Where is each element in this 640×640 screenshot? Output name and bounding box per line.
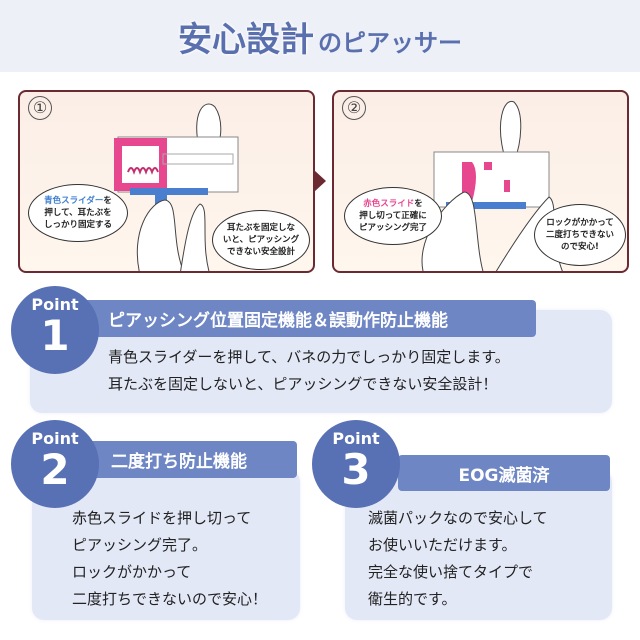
next-step-arrow-icon bbox=[314, 170, 326, 192]
bubble-line: 耳たぶを固定しな bbox=[226, 223, 295, 233]
point-number: 1 bbox=[40, 311, 70, 360]
point-label: Point bbox=[31, 295, 79, 314]
point-3-badge: Point 3 bbox=[312, 420, 400, 508]
description-line: 赤色スライドを押し切って bbox=[72, 509, 252, 527]
title-band: 安心設計 のピアッサー bbox=[0, 0, 640, 72]
bubble-line: 二度打ちできない bbox=[545, 230, 614, 240]
bubble-line: 押し切って正確に bbox=[359, 211, 427, 221]
bubble-line: 押して、耳たぶを bbox=[44, 208, 112, 218]
highlight-text: 赤色スライド bbox=[363, 199, 415, 209]
step-number: ② bbox=[342, 96, 366, 120]
point-1-description: 青色スライダーを押して、バネの力でしっかり固定します。 耳たぶを固定しないと、ピ… bbox=[108, 344, 510, 398]
point-label: Point bbox=[31, 429, 79, 448]
piercer-illustration-1 bbox=[114, 103, 239, 271]
bubble-line: を bbox=[103, 196, 112, 206]
point-number: 3 bbox=[341, 445, 371, 494]
description-line: 二度打ちできないので安心！ bbox=[72, 590, 268, 608]
bubble-line: ので安心! bbox=[561, 242, 599, 252]
illustration-panel-1: ① 青色スライダーを 押して、耳たぶを しっかり固定する 耳たぶを固定しな いと… bbox=[18, 90, 315, 273]
illustration-panel-2: ② 赤色スライドを 押し切って正確に ピアッシング完了 ロックがかかって 二度打… bbox=[332, 90, 629, 273]
bubble-line: ロックがかかって bbox=[546, 218, 614, 228]
description-line: ロックがかかって bbox=[72, 563, 192, 581]
bubble-line: しっかり固定する bbox=[43, 220, 112, 230]
point-3-heading: EOG滅菌済 bbox=[398, 455, 610, 491]
page-subtitle: のピアッサー bbox=[318, 28, 462, 57]
point-label: Point bbox=[332, 429, 380, 448]
point-1-heading: ピアッシング位置固定機能＆誤動作防止機能 bbox=[78, 300, 536, 337]
page-title: 安心設計 bbox=[178, 19, 314, 60]
description-line: 滅菌パックなので安心して bbox=[368, 509, 548, 527]
point-3-description: 滅菌パックなので安心して お使いいただけます。 完全な使い捨てタイプで 衛生的で… bbox=[368, 505, 548, 613]
highlight-text: 青色スライダー bbox=[44, 196, 104, 206]
description-line: ピアッシング完了。 bbox=[72, 536, 208, 554]
bubble-line: を bbox=[414, 199, 423, 209]
point-number: 2 bbox=[40, 445, 70, 494]
point-2-badge: Point 2 bbox=[11, 420, 99, 508]
description-line: 耳たぶを固定しないと、ピアッシングできない安全設計！ bbox=[108, 375, 498, 393]
bubble-line: できない安全設計 bbox=[226, 247, 295, 257]
point-3-card bbox=[345, 470, 612, 620]
point-2-heading: 二度打ち防止機能 bbox=[85, 441, 297, 478]
description-line: 青色スライダーを押して、バネの力でしっかり固定します。 bbox=[108, 348, 510, 366]
step-number: ① bbox=[28, 96, 52, 120]
point-2-description: 赤色スライドを押し切って ピアッシング完了。 ロックがかかって 二度打ちできない… bbox=[72, 505, 267, 613]
description-line: 完全な使い捨てタイプで bbox=[368, 563, 534, 581]
speech-bubble-right: 耳たぶを固定しな いと、ピアッシング できない安全設計 bbox=[212, 210, 310, 270]
bubble-line: いと、ピアッシング bbox=[222, 235, 300, 245]
speech-bubble-right: ロックがかかって 二度打ちできない ので安心! bbox=[534, 204, 626, 266]
bubble-line: ピアッシング完了 bbox=[358, 223, 427, 233]
speech-bubble-left: 青色スライダーを 押して、耳たぶを しっかり固定する bbox=[28, 184, 128, 242]
point-1-badge: Point 1 bbox=[11, 286, 99, 374]
description-line: 衛生的です。 bbox=[368, 590, 457, 608]
description-line: お使いいただけます。 bbox=[368, 536, 517, 554]
speech-bubble-left: 赤色スライドを 押し切って正確に ピアッシング完了 bbox=[344, 187, 442, 245]
